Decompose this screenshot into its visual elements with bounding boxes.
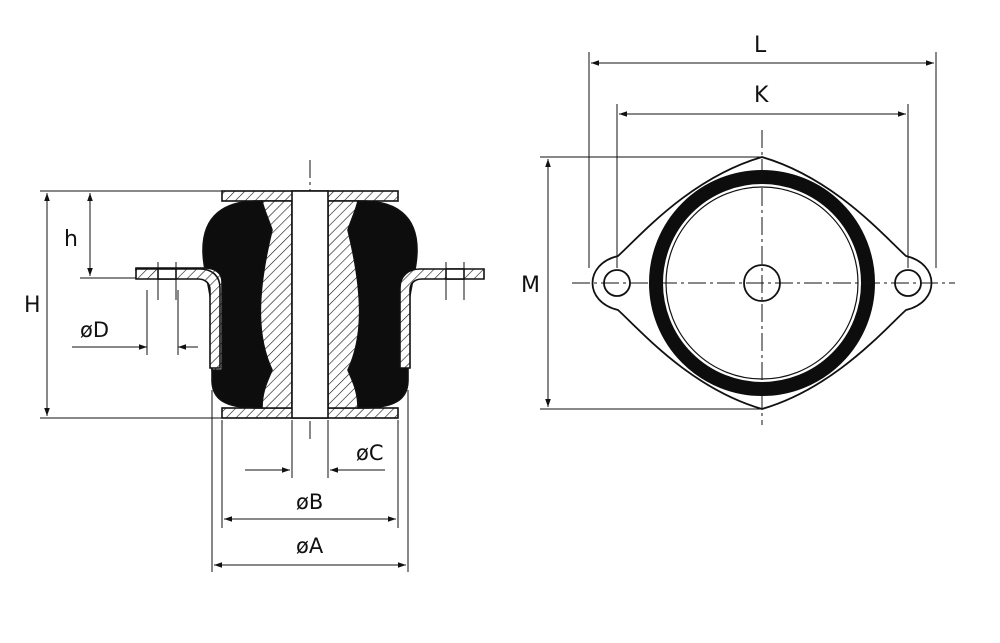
label-phiB: øB: [296, 490, 323, 514]
flange-left: [135, 268, 221, 369]
label-phiA: øA: [296, 534, 324, 558]
label-h: h: [64, 227, 78, 252]
inner-core-left: [259, 200, 293, 409]
section-dimensions: [40, 190, 409, 572]
flange-right: [399, 268, 485, 369]
central-bore: [291, 190, 329, 419]
top-view-dimensions: [540, 52, 937, 410]
label-phiC: øC: [356, 441, 384, 465]
top-view-centerlines: [572, 130, 955, 425]
label-K: K: [754, 83, 769, 108]
inner-core-right: [327, 200, 361, 409]
label-phiD: øD: [80, 318, 109, 342]
label-L: L: [754, 33, 767, 58]
label-H: H: [24, 293, 41, 318]
flange-hole-left: [157, 268, 177, 280]
label-M: M: [521, 273, 540, 298]
flange-hole-right: [445, 268, 465, 280]
section-view: [135, 160, 485, 440]
